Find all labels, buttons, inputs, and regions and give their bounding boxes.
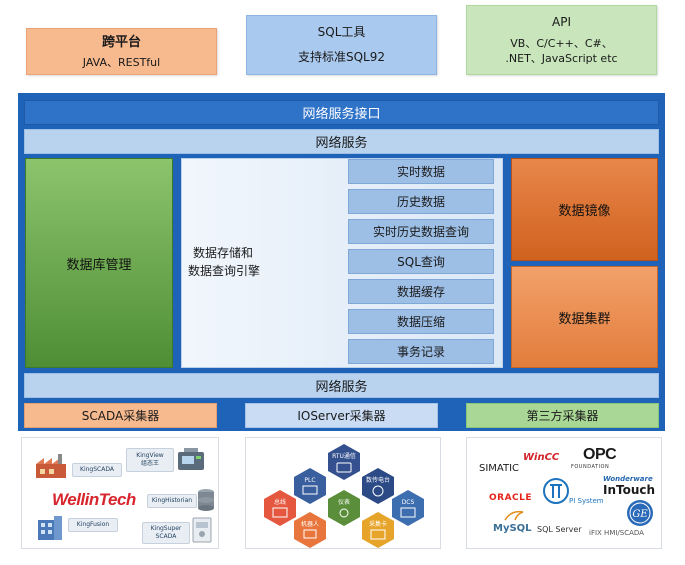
wincc-logo: WinCC	[523, 452, 560, 463]
kingview-name: KingView	[136, 452, 164, 459]
cross-platform-title: 跨平台	[101, 34, 141, 50]
dcs-hexagon: DCS	[392, 490, 424, 526]
database-icon	[198, 489, 214, 511]
plc-icon	[302, 485, 318, 495]
engine-label-line2: 数据查询引擎	[188, 264, 261, 278]
data-cluster-label: 数据集群	[558, 311, 611, 327]
database-management-label: 数据库管理	[66, 257, 132, 273]
query-item-rt-history-query: 实时历史数据查询	[348, 219, 494, 244]
sql-tools-box: SQL工具 支持标准SQL92	[246, 15, 437, 75]
radio-icon	[372, 485, 384, 497]
bus-label: 总线	[274, 498, 286, 506]
factory-icon	[36, 454, 66, 478]
wellintech-logo: WellinTech	[52, 490, 136, 509]
ge-label: GE	[632, 509, 648, 520]
sqlserver-logo: SQL Server	[537, 525, 582, 534]
pi-system-icon	[543, 478, 569, 504]
engine-label-line1: 数据存储和	[193, 246, 254, 260]
hub-hexagon: RTU通信	[328, 444, 360, 480]
pi-system-label: PI System	[569, 497, 604, 505]
api-line2: .NET、JavaScript etc	[505, 51, 618, 65]
opc-logo: OPC	[583, 446, 617, 463]
ioserver-devices-panel: RTU通信 PLC 数传电台 总线 仪表 DCS	[245, 437, 441, 549]
kingsuper-name: KingSuper	[150, 525, 182, 532]
cross-platform-box: 跨平台 JAVA、RESTful	[26, 28, 217, 75]
data-cluster-block: 数据集群	[511, 266, 658, 368]
radio-hexagon: 数传电台	[362, 468, 394, 504]
cross-platform-sub: JAVA、RESTful	[82, 55, 161, 69]
plc-label: PLC	[304, 477, 315, 484]
kingview-chip: KingView 组态王	[126, 448, 174, 472]
network-service-interface-label: 网络服务接口	[302, 107, 381, 122]
scada-collector-box: SCADA采集器	[24, 403, 217, 428]
api-title: API	[552, 14, 571, 29]
network-service-bottom-bar: 网络服务	[24, 373, 659, 398]
network-service-bottom-label: 网络服务	[315, 380, 368, 395]
query-item-compression: 数据压缩	[348, 309, 494, 334]
dolphin-icon	[504, 510, 524, 521]
plc-hexagon: PLC	[294, 468, 326, 504]
sql-tools-sub: 支持标准SQL92	[297, 50, 386, 64]
meter-icon	[339, 508, 349, 518]
rtu-icon	[336, 462, 352, 473]
network-service-interface-bar: 网络服务接口	[24, 100, 659, 125]
robot-hexagon: 机器人	[294, 512, 326, 548]
opc-sub: FOUNDATION	[571, 464, 610, 470]
intouch-logo: InTouch	[603, 483, 656, 497]
sql-tools-title: SQL工具	[317, 25, 366, 39]
ioserver-collector-label: IOServer采集器	[297, 409, 386, 423]
query-item-cache: 数据缓存	[348, 279, 494, 304]
scada-logos-panel: KingSCADA KingView 组态王 WellinTech KingHi…	[21, 437, 219, 549]
query-item-realtime: 实时数据	[348, 159, 494, 184]
dcs-label: DCS	[402, 499, 415, 506]
database-management-block: 数据库管理	[25, 158, 173, 368]
dcs-icon	[400, 507, 416, 518]
ifix-logo: iFIX HMI/SCADA	[589, 529, 644, 537]
acq-card-icon	[370, 529, 386, 540]
robot-icon	[303, 529, 317, 539]
data-mirror-block: 数据镜像	[511, 158, 658, 261]
device-hexagon-diagram: RTU通信 PLC 数传电台 总线 仪表 DCS	[264, 444, 424, 548]
ioserver-collector-box: IOServer采集器	[245, 403, 438, 428]
bus-hexagon: 总线	[264, 490, 296, 526]
kingsuper-scada-chip: KingSuper SCADA	[142, 522, 190, 544]
kingfusion-chip: KingFusion	[68, 518, 118, 532]
scada-collector-label: SCADA采集器	[81, 409, 160, 423]
hub-label: RTU通信	[332, 452, 356, 460]
acq-card-label: 采集卡	[369, 520, 387, 528]
third-party-collector-box: 第三方采集器	[466, 403, 659, 428]
center-hexagon: 仪表	[328, 490, 360, 526]
query-item-sql: SQL查询	[348, 249, 494, 274]
cabinet-icon	[192, 517, 212, 543]
acq-card-hexagon: 采集卡	[362, 512, 394, 548]
kinghistorian-chip: KingHistorian	[147, 494, 197, 508]
bus-icon	[272, 507, 288, 518]
mysql-logo: MySQL	[493, 523, 532, 534]
api-box: API VB、C/C++、C#、 .NET、JavaScript etc	[466, 5, 657, 75]
kingview-sub: 组态王	[140, 460, 159, 467]
radio-label: 数传电台	[366, 476, 390, 484]
robot-label: 机器人	[301, 520, 319, 528]
meter-label: 仪表	[338, 498, 350, 506]
simatic-logo: SIMATIC	[479, 463, 520, 474]
third-party-collector-label: 第三方采集器	[526, 409, 599, 423]
machine-icon	[178, 448, 204, 470]
kingscada-chip: KingSCADA	[72, 463, 122, 477]
query-item-transaction-log: 事务记录	[348, 339, 494, 364]
kingsuper-sub: SCADA	[155, 533, 177, 540]
network-service-top-label: 网络服务	[315, 136, 368, 151]
query-item-history: 历史数据	[348, 189, 494, 214]
network-service-top-bar: 网络服务	[24, 129, 659, 154]
office-building-icon	[38, 516, 62, 540]
third-party-logos-panel: SIMATIC WinCC OPC FOUNDATION Wonderware …	[466, 437, 662, 549]
api-line1: VB、C/C++、C#、	[510, 36, 613, 50]
wonderware-logo: Wonderware	[603, 475, 653, 483]
oracle-logo: ORACLE	[489, 493, 533, 503]
ge-logo-icon: GE	[627, 500, 653, 526]
data-mirror-label: 数据镜像	[558, 204, 611, 219]
